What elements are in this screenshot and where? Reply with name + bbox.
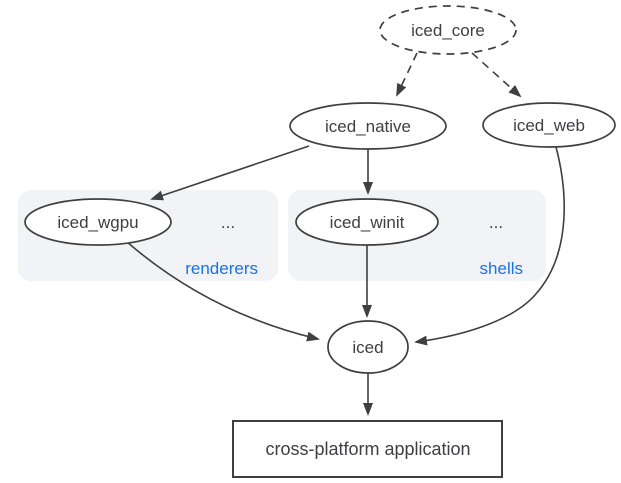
node-application-rect [232,420,503,478]
node-iced-label: iced [352,338,383,357]
node-iced_web-ellipse [482,102,616,148]
node-iced_wgpu-ellipse [24,198,172,246]
node-iced_core-ellipse [379,5,517,55]
node-iced_wgpu-label: iced_wgpu [57,213,138,232]
edge-iced_wgpu-to-iced [126,241,320,342]
node-iced_native-ellipse [289,102,447,150]
edge-iced_core-to-iced_web [471,52,522,98]
node-iced_winit-ellipse [295,198,439,246]
node-iced_core-label: iced_core [411,21,485,40]
edge-iced_core-to-iced_native [396,52,418,97]
renderers-ellipsis: ... [221,213,235,232]
node-iced_native-label: iced_native [325,117,411,136]
renderers-group-label: renderers [185,259,258,278]
node-application-label: cross-platform application [265,439,470,459]
edge-iced_web-to-iced [414,146,565,346]
node-iced-ellipse [327,320,409,374]
shells-ellipsis: ... [489,213,503,232]
edge-iced_native-to-iced_wgpu [150,145,310,201]
node-iced_web-label: iced_web [513,116,585,135]
shells-group-label: shells [480,259,523,278]
node-iced_winit-label: iced_winit [330,213,405,232]
